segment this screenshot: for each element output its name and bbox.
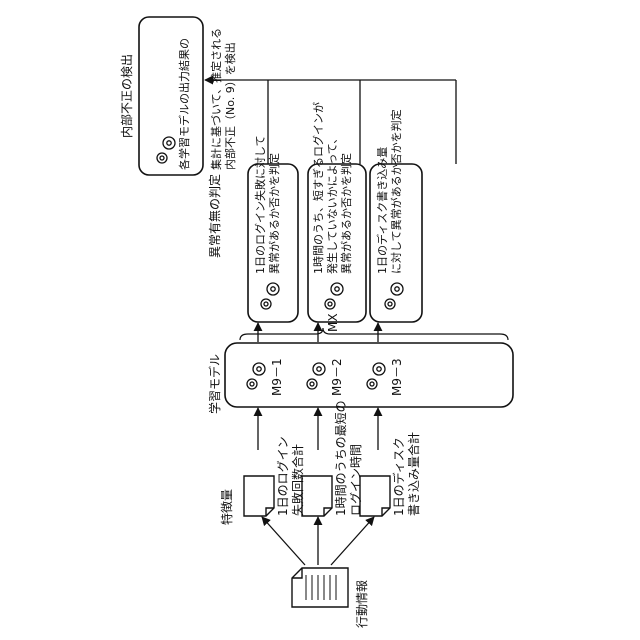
judgment-text-3-line2: に対して異常があるか否かを判定 bbox=[390, 109, 404, 274]
result-text-line2: 集計に基づいて、推定される bbox=[210, 28, 224, 170]
gear-icon bbox=[300, 356, 330, 396]
gear-icon bbox=[360, 356, 390, 396]
gear-icon bbox=[150, 130, 180, 170]
internal-fraud-detection-label: 内部不正の検出 bbox=[120, 54, 135, 138]
result-text-line1: 各学習モデルの出力結果の bbox=[178, 38, 192, 170]
feature-label-2-line2: ログイン時間 bbox=[349, 400, 364, 516]
action-info-label: 行動情報 bbox=[355, 580, 370, 628]
model-label-2: M9－2 bbox=[330, 358, 345, 396]
feature-document-icon-2 bbox=[302, 476, 332, 516]
result-text-line3: 内部不正（No. 9）を検出 bbox=[224, 28, 238, 170]
gear-icon bbox=[318, 276, 348, 316]
model-label-1: M9－1 bbox=[270, 358, 285, 396]
feature-label-1-line1: 1日のログイン bbox=[276, 436, 291, 516]
feature-label-1: 1日のログイン 失敗回数合計 bbox=[276, 436, 306, 516]
judgment-text-1: 1日のログイン失敗に対して 異常があるか否かを判定 bbox=[254, 135, 282, 274]
judgment-text-2-line2: 発生していないかによって、 bbox=[326, 102, 340, 274]
feature-label-1-line2: 失敗回数合計 bbox=[291, 436, 306, 516]
model-label-3: M9－3 bbox=[390, 358, 405, 396]
judgment-text-1-line2: 異常があるか否かを判定 bbox=[268, 135, 282, 274]
learning-models-label: 学習モデル bbox=[208, 354, 223, 414]
judgment-text-3-line1: 1日のディスク書き込み量 bbox=[376, 109, 390, 274]
judgment-text-3: 1日のディスク書き込み量 に対して異常があるか否かを判定 bbox=[376, 109, 404, 274]
mx-label: MX bbox=[326, 313, 341, 332]
anomaly-judgment-label: 異常有無の判定 bbox=[208, 174, 223, 258]
judgment-text-2-line3: 異常があるか否かを判定 bbox=[340, 102, 354, 274]
result-text: 各学習モデルの出力結果の bbox=[178, 38, 192, 170]
judgment-text-1-line1: 1日のログイン失敗に対して bbox=[254, 135, 268, 274]
gear-icon bbox=[254, 276, 284, 316]
gear-icon bbox=[378, 276, 408, 316]
arrow-info-to-feature-3 bbox=[331, 517, 374, 565]
feature-document-icon-1 bbox=[244, 476, 274, 516]
feature-label-2: 1時間のうちの最短の ログイン時間 bbox=[334, 400, 364, 516]
features-label: 特徴量 bbox=[220, 489, 235, 525]
gear-icon bbox=[240, 356, 270, 396]
judgment-text-2: 1時間のうち、短すぎるログインが 発生していないかによって、 異常があるか否かを… bbox=[312, 102, 354, 274]
feature-label-3-line2: 書き込み量合計 bbox=[407, 432, 422, 516]
arrow-info-to-feature-1 bbox=[262, 517, 305, 565]
judgment-text-2-line1: 1時間のうち、短すぎるログインが bbox=[312, 102, 326, 274]
action-info-document-icon bbox=[292, 568, 348, 607]
result-text-lower: 集計に基づいて、推定される 内部不正（No. 9）を検出 bbox=[210, 28, 238, 170]
feature-label-3-line1: 1日のディスク bbox=[392, 432, 407, 516]
feature-document-icon-3 bbox=[360, 476, 390, 516]
feature-label-2-line1: 1時間のうちの最短の bbox=[334, 400, 349, 516]
mx-brace bbox=[240, 328, 508, 340]
feature-label-3: 1日のディスク 書き込み量合計 bbox=[392, 432, 422, 516]
